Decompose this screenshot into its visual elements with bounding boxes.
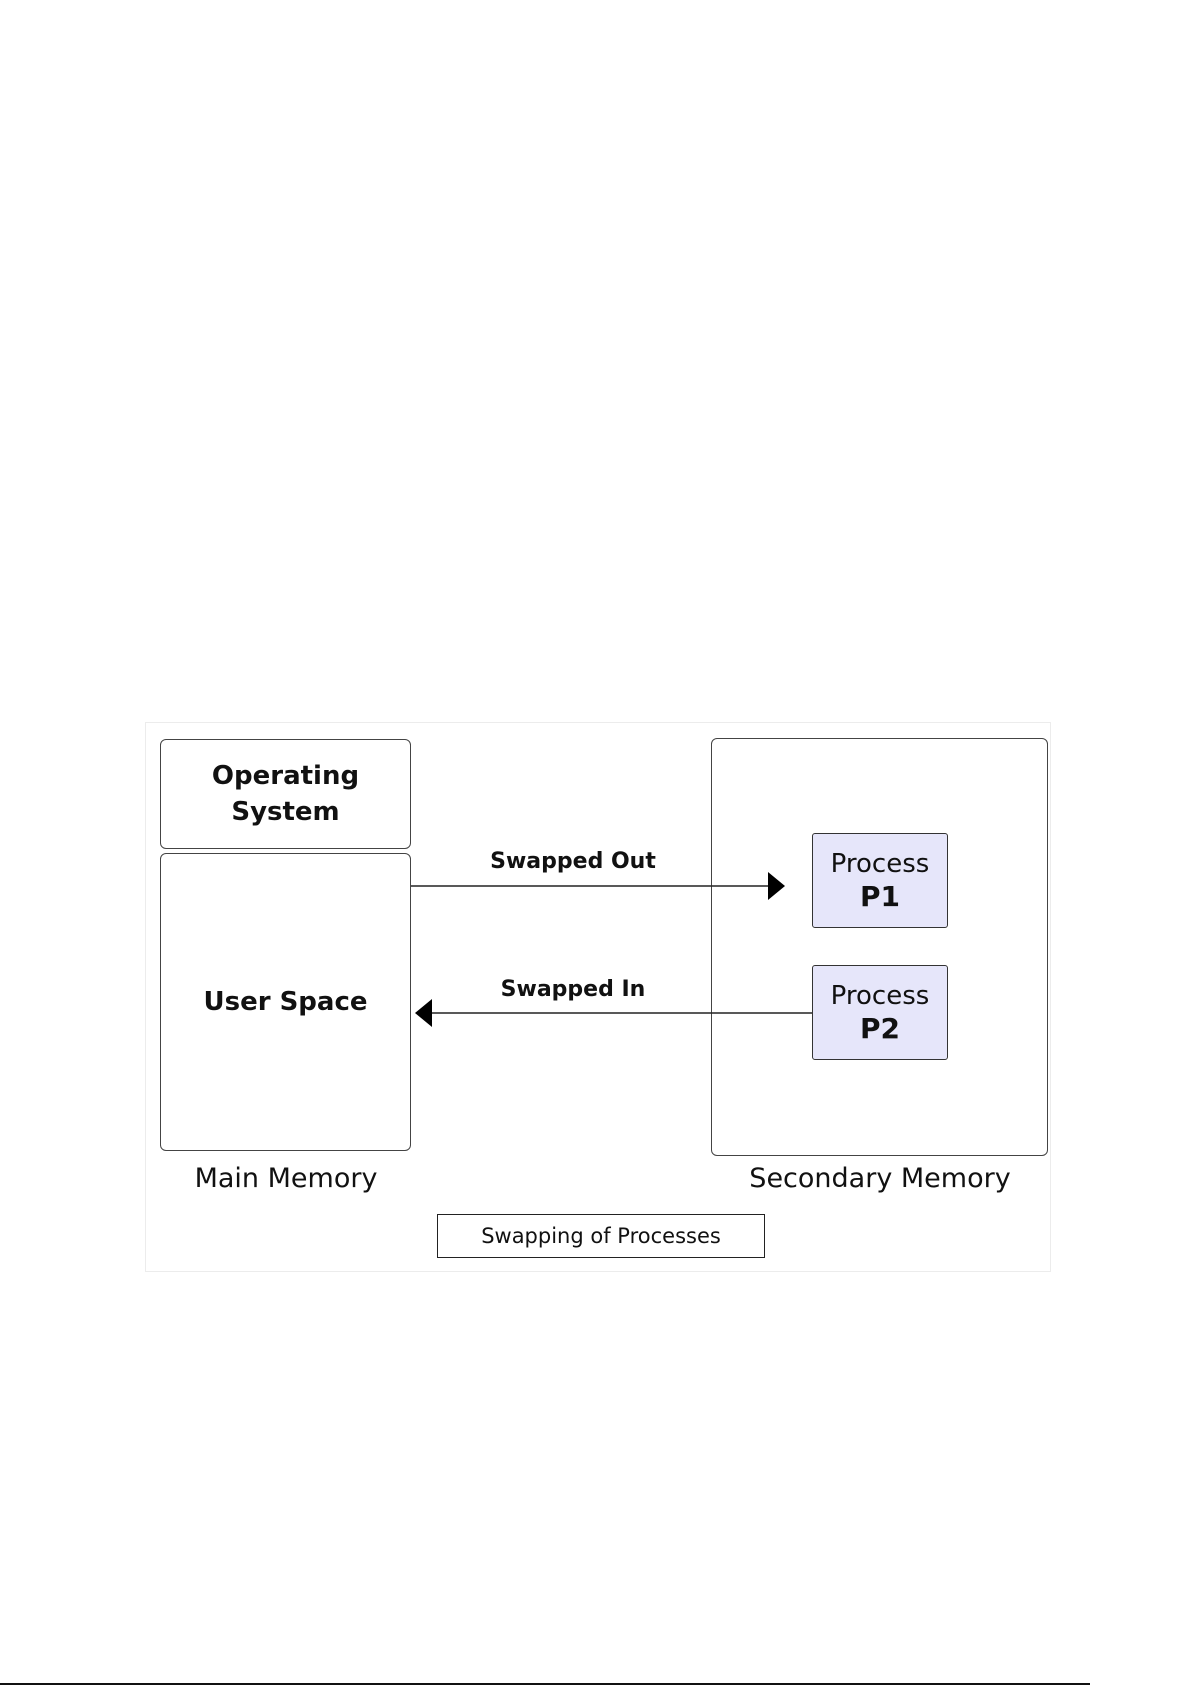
process-p1-id: P1 xyxy=(859,879,900,913)
diagram-caption: Swapping of Processes xyxy=(437,1214,765,1258)
swapped-in-label: Swapped In xyxy=(500,977,646,1002)
secondary-memory-label: Secondary Memory xyxy=(749,1163,1011,1194)
operating-system-block: Operating System xyxy=(160,739,411,849)
main-memory-label: Main Memory xyxy=(194,1163,378,1194)
process-p2-block: Process P2 xyxy=(812,965,948,1060)
page-bottom-rule xyxy=(0,1683,1090,1685)
process-p1-block: Process P1 xyxy=(812,833,948,928)
os-label-line1: Operating xyxy=(211,761,360,791)
process-p2-label: Process xyxy=(830,980,930,1011)
swapped-out-arrowhead xyxy=(768,872,785,900)
swapped-out-label: Swapped Out xyxy=(490,849,656,874)
process-p1-label: Process xyxy=(830,848,930,879)
user-space-label: User Space xyxy=(203,987,368,1017)
secondary-memory-block xyxy=(711,738,1048,1156)
os-label-line2: System xyxy=(231,797,340,827)
process-p2-id: P2 xyxy=(859,1011,900,1045)
swapped-in-arrowhead xyxy=(415,999,432,1027)
user-space-block: User Space xyxy=(160,853,411,1151)
